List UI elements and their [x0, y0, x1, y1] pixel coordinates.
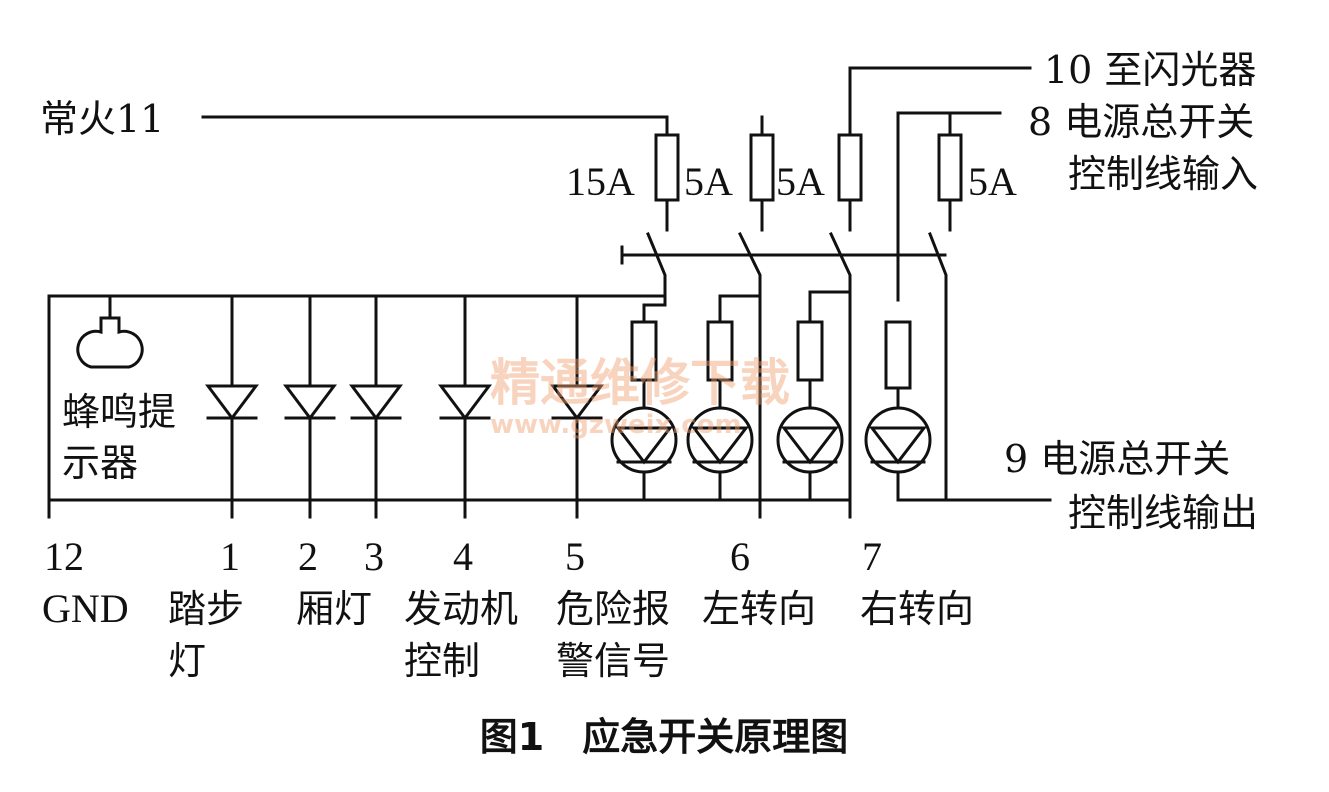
terminal-label-5b: 警信号: [556, 639, 670, 683]
diode-2-icon: [283, 384, 337, 421]
top-rail: [47, 294, 667, 519]
master-output-label-2: 控制线输出: [1068, 491, 1258, 535]
flasher-label: 10 至闪光器: [1044, 48, 1256, 92]
terminal-num-6: 6: [730, 534, 750, 579]
fuse-15a: [654, 133, 680, 202]
diode-4-icon: [438, 384, 492, 421]
fuse-rating-1: 15A: [566, 159, 635, 204]
constant-power-label: 常火11: [40, 97, 164, 141]
terminal-num-1: 1: [220, 534, 240, 579]
fuse-block: [654, 133, 963, 232]
indicator-lamps: [610, 290, 948, 502]
figure-caption: 图1 应急开关原理图: [480, 715, 848, 759]
fuse-5a-1: [749, 133, 775, 202]
terminal-label-7: 右转向: [860, 587, 974, 631]
flasher-wire: [848, 66, 1032, 137]
buzzer-label-1: 蜂鸣提: [62, 390, 176, 434]
terminal-label-1b: 灯: [168, 639, 206, 683]
terminal-num-12: 12: [44, 534, 84, 579]
diodes: [205, 294, 604, 519]
terminal-label-6: 左转向: [702, 587, 816, 631]
terminal-label-2: 厢灯: [296, 587, 372, 631]
terminal-num-7: 7: [862, 534, 882, 579]
resistor-4: [884, 320, 912, 390]
terminal-label-gnd: GND: [42, 586, 129, 631]
terminal-label-5a: 危险报: [556, 587, 670, 631]
diode-5-icon: [550, 384, 604, 421]
fuse-rating-2: 5A: [684, 159, 733, 204]
fuse-5a-2: [837, 133, 863, 202]
terminal-label-1a: 踏步: [168, 587, 244, 631]
terminal-num-4: 4: [453, 534, 473, 579]
master-input-label-1: 8 电源总开关: [1028, 100, 1254, 144]
input-wiring: [201, 66, 1032, 302]
fuse-rating-3: 5A: [776, 159, 825, 204]
buzzer: [76, 294, 144, 369]
resistor-3: [796, 320, 824, 382]
watermark: 精通维修下载: [490, 354, 790, 412]
fuse-5a-3: [937, 133, 963, 202]
buzzer-label-2: 示器: [62, 441, 138, 485]
terminal-label-4b: 控制: [404, 639, 480, 683]
terminal-label-4a: 发动机: [404, 587, 518, 631]
fuse-rating-4: 5A: [968, 159, 1017, 204]
master-output-label-1: 9 电源总开关: [1004, 437, 1230, 481]
terminal-num-3: 3: [364, 534, 384, 579]
master-input-label-2: 控制线输入: [1068, 152, 1258, 196]
terminal-num-5: 5: [565, 534, 585, 579]
diode-3-icon: [349, 384, 403, 421]
buzzer-icon: [76, 316, 144, 369]
diode-1-icon: [205, 384, 259, 421]
master-input-wire: [896, 111, 1002, 302]
common-rails: [47, 294, 852, 519]
terminal-num-2: 2: [298, 534, 318, 579]
constant-power-wire: [201, 115, 669, 137]
watermark-url: www.gzweix.com: [490, 410, 742, 440]
ganged-switch: [620, 231, 1052, 519]
